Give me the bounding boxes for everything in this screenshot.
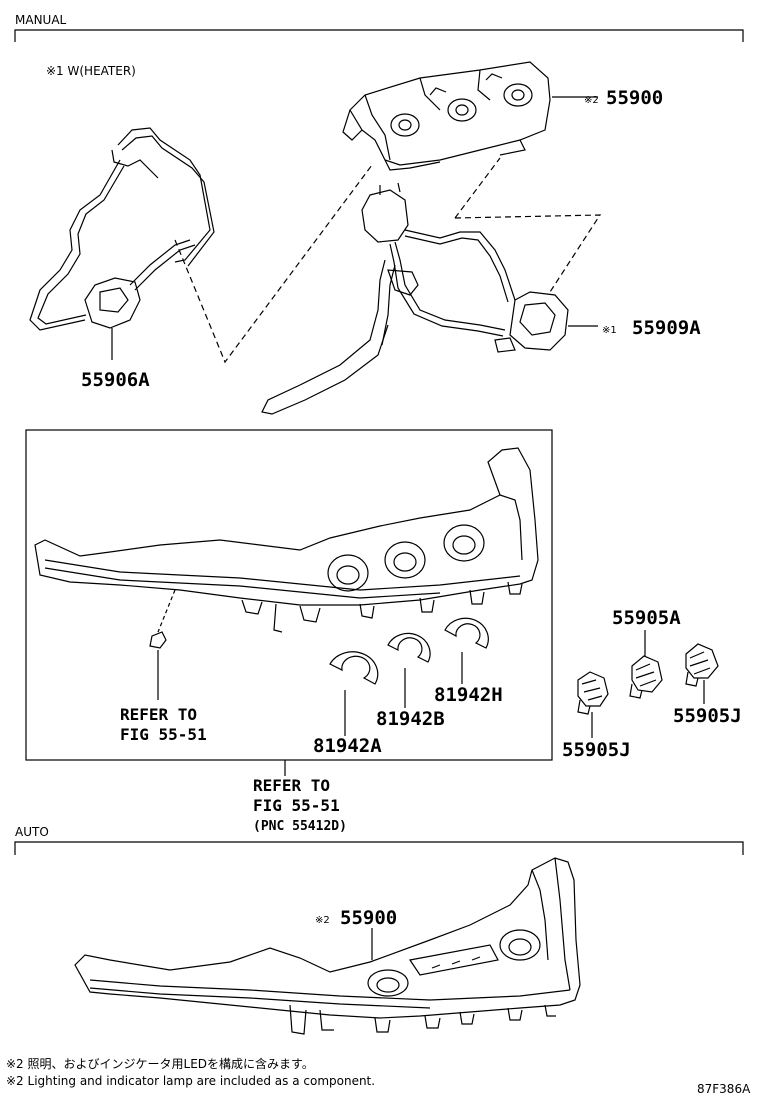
part-number-55905j-right: 55905J [673,705,742,727]
knob-55905a [629,655,663,699]
dashed-connector-55906a [174,164,373,364]
diagram-id: 87F386A [697,1082,751,1096]
outer-refer-line3: (PNC 55412D) [253,819,347,834]
part-number-55900-manual: 55900 [606,87,663,109]
part-number-81942b: 81942B [376,708,445,730]
part-number-55906a: 55906A [81,369,150,391]
inner-refer-line1: REFER TO [120,705,197,724]
outer-refer-line1: REFER TO [253,776,330,795]
bezel-panel-manual [34,447,539,633]
control-unit-55900-manual [342,61,551,171]
part-number-55900-auto: 55900 [340,907,397,929]
heater-note: ※1 W(HEATER) [46,64,136,78]
part-mark-55900-auto: ※2 [315,915,330,926]
auto-section-frame [14,841,744,855]
section-label-manual: MANUAL [15,13,67,27]
knob-55905j-left [577,671,609,715]
harness-55909a [261,182,569,415]
ring-81942b [387,632,431,663]
part-number-55909a: 55909A [632,317,701,339]
ring-81942h [444,617,489,649]
part-mark-55909a: ※1 [602,325,617,336]
footnote-en: ※2 Lighting and indicator lamp are inclu… [6,1074,375,1088]
outer-refer-line2: FIG 55-51 [253,796,340,815]
bezel-inset-frame [25,429,553,761]
dashed-leader-bulb [157,589,176,633]
manual-section-frame [14,29,744,42]
part-number-55905a: 55905A [612,607,681,629]
footnote-jp: ※2 照明、およびインジケータ用LEDを構成に含みます。 [6,1056,314,1071]
bulb [149,631,167,649]
part-number-55905j-left: 55905J [562,739,631,761]
part-number-81942a: 81942A [313,735,382,757]
section-label-auto: AUTO [15,825,49,839]
part-number-81942h: 81942H [434,684,503,706]
knob-55905j-right [685,643,719,687]
inner-refer-line2: FIG 55-51 [120,725,207,744]
harness-55906a [29,127,215,360]
ring-81942a [329,651,379,685]
dashed-connector-55909a [454,214,602,293]
dashed-connector-top [454,157,501,219]
bezel-panel-auto [74,857,581,1035]
part-mark-55900-manual: ※2 [584,95,599,106]
